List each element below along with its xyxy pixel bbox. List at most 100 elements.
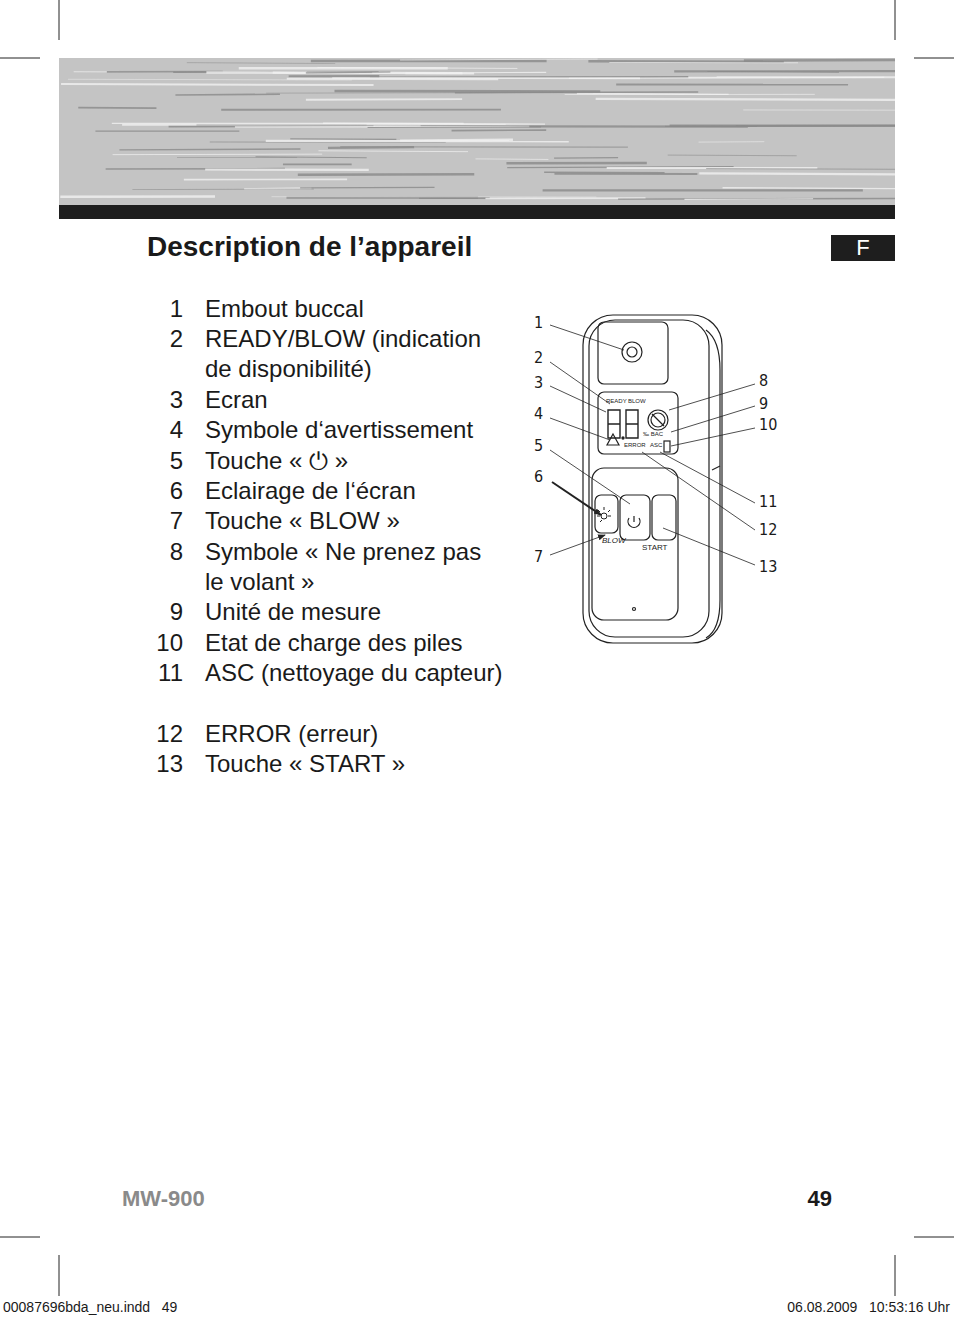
file-slug: 00087696bda_neu.indd 49 <box>3 1298 177 1316</box>
list-number: 8 <box>140 537 183 567</box>
texture-stroke <box>306 98 462 100</box>
page-title: Description de l’appareil <box>147 230 472 264</box>
device-marking: ‰ BAC <box>643 431 663 438</box>
texture-stroke <box>272 196 597 197</box>
list-number: 11 <box>140 658 183 688</box>
texture-stroke <box>61 83 373 86</box>
callout-number: 5 <box>533 436 544 456</box>
texture-stroke <box>699 172 895 175</box>
texture-stroke <box>175 93 280 95</box>
device-marking: BLOW <box>628 398 646 405</box>
list-number: 5 <box>140 446 183 476</box>
texture-stroke <box>266 140 569 143</box>
list-number: 1 <box>140 294 183 324</box>
texture-stroke <box>318 150 468 152</box>
header-texture <box>60 59 895 199</box>
texture-stroke <box>674 70 895 72</box>
texture-stroke <box>707 71 839 73</box>
language-tab-letter: F <box>831 235 895 261</box>
texture-stroke <box>616 84 848 86</box>
list-number: 2 <box>140 324 183 354</box>
texture-stroke <box>205 168 369 171</box>
list-text: Symbole d‘avertissement <box>205 415 503 445</box>
list-text: Symbole « Ne prenez pas le volant » <box>205 537 503 598</box>
list-text: Touche « BLOW » <box>205 506 503 536</box>
texture-stroke <box>283 164 352 166</box>
callout-number: 1 <box>533 313 544 333</box>
texture-stroke <box>184 179 347 181</box>
device-marking: START <box>642 543 667 552</box>
texture-stroke <box>78 107 156 109</box>
list-text: Touche « ⏻ » <box>205 446 503 476</box>
list-text: Unité de mesure <box>205 597 503 627</box>
file-timestamp: 06.08.2009 10:53:16 Uhr <box>787 1298 950 1316</box>
callout-number: 2 <box>533 348 544 368</box>
texture-stroke <box>554 157 618 159</box>
list-number: 13 <box>140 749 183 779</box>
texture-stroke <box>328 146 414 149</box>
list-text: ERROR (erreur) <box>205 719 503 749</box>
texture-stroke <box>684 198 813 200</box>
callout-number: 9 <box>758 394 769 414</box>
list-number: 4 <box>140 415 183 445</box>
texture-stroke <box>736 125 895 127</box>
texture-stroke <box>177 157 297 158</box>
texture-stroke <box>665 126 757 127</box>
page-number: 49 <box>792 1186 832 1212</box>
texture-stroke <box>744 59 895 62</box>
texture-stroke <box>609 62 798 63</box>
texture-stroke <box>60 195 215 198</box>
texture-stroke <box>187 62 335 64</box>
device-marking: ASC <box>650 442 662 449</box>
texture-stroke <box>239 67 448 70</box>
texture-stroke <box>475 158 548 160</box>
model-name: MW-900 <box>122 1186 205 1212</box>
list-number: 9 <box>140 597 183 627</box>
texture-stroke <box>221 109 501 111</box>
device-marking: ERROR <box>624 442 646 449</box>
list-number: 6 <box>140 476 183 506</box>
texture-stroke <box>300 187 434 189</box>
texture-stroke <box>565 94 815 95</box>
texture-stroke <box>618 198 895 200</box>
callout-number: 10 <box>758 415 778 435</box>
texture-stroke <box>368 126 541 128</box>
list-text: Etat de charge des piles <box>205 628 503 658</box>
callout-number: 12 <box>758 520 778 540</box>
list-number: 10 <box>140 628 183 658</box>
list-number: 3 <box>140 385 183 415</box>
texture-stroke <box>543 189 863 191</box>
texture-stroke <box>706 168 895 170</box>
texture-stroke <box>455 91 698 93</box>
callout-number: 3 <box>533 373 544 393</box>
texture-stroke <box>419 197 490 199</box>
list-text: Ecran <box>205 385 503 415</box>
texture-stroke <box>668 155 797 157</box>
texture-stroke <box>119 148 300 150</box>
texture-stroke <box>596 98 895 101</box>
texture-stroke <box>289 75 380 77</box>
texture-stroke <box>452 129 547 131</box>
texture-stroke <box>372 72 546 74</box>
texture-stroke <box>112 123 464 125</box>
texture-stroke <box>723 187 895 189</box>
leader-lines <box>550 325 755 565</box>
language-tab <box>831 235 895 261</box>
texture-stroke <box>544 172 664 174</box>
texture-stroke <box>95 130 239 131</box>
list-text: Embout buccal <box>205 294 503 324</box>
device-marking: BLOW <box>602 536 626 545</box>
texture-stroke <box>290 138 396 140</box>
list-text: Touche « START » <box>205 749 503 779</box>
callout-number: 8 <box>758 371 769 391</box>
texture-stroke <box>132 189 313 191</box>
device-illustration <box>583 315 722 643</box>
callout-number: 13 <box>758 557 778 577</box>
callout-number: 11 <box>758 492 778 512</box>
callout-number: 4 <box>533 404 544 424</box>
texture-stroke <box>287 78 499 81</box>
texture-stroke <box>506 162 646 165</box>
texture-stroke <box>743 109 895 110</box>
header-band <box>59 58 895 206</box>
